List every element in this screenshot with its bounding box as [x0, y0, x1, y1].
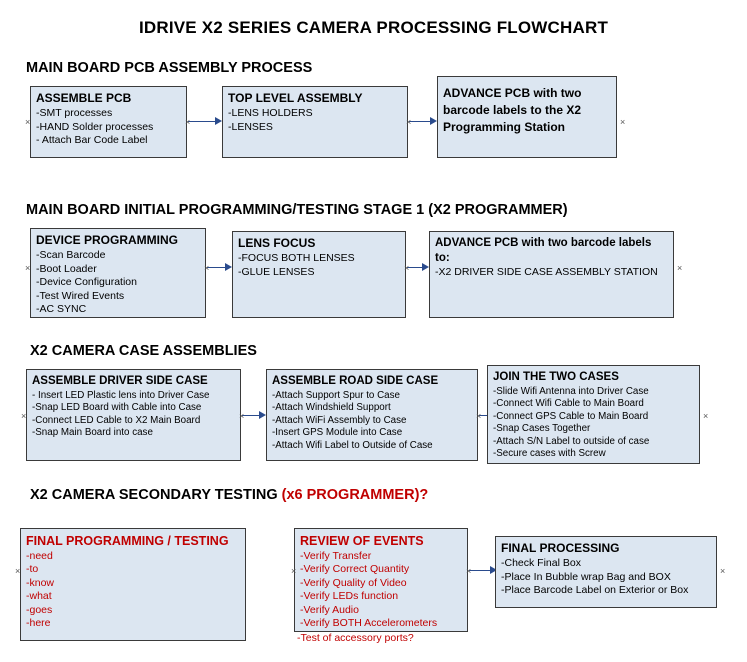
page-title: IDRIVE X2 SERIES CAMERA PROCESSING FLOWC… [138, 18, 609, 37]
anchor-tick: × [239, 411, 245, 421]
box-final-programming-line-5: -goes [26, 603, 53, 616]
section-heading-initial-programming: MAIN BOARD INITIAL PROGRAMMING/TESTING S… [26, 202, 568, 218]
box-final-processing-line-1: -Check Final Box [501, 557, 581, 570]
box-top-level-assembly: TOP LEVEL ASSEMBLY -LENS HOLDERS -LENSES [222, 86, 408, 158]
box-review-of-events: REVIEW OF EVENTS -Verify Transfer -Verif… [294, 528, 468, 632]
box-advance-pcb-driver: ADVANCE PCB with two barcode labels to: … [429, 231, 674, 318]
box-road-side-case-line-4: -Insert GPS Module into Case [272, 427, 403, 439]
box-final-programming-title: FINAL PROGRAMMING / TESTING [26, 534, 229, 548]
box-assemble-pcb-line-2: -HAND Solder processes [36, 120, 154, 133]
box-assemble-pcb-title: ASSEMBLE PCB [36, 91, 132, 105]
box-road-side-case: ASSEMBLE ROAD SIDE CASE -Attach Support … [266, 369, 478, 461]
section-heading-secondary-testing-sub: (x6 PROGRAMMER)? [281, 487, 429, 503]
box-lens-focus-title: LENS FOCUS [238, 236, 316, 250]
box-driver-side-case-line-2: -Snap LED Board with Cable into Case [32, 402, 202, 414]
box-assemble-pcb-line-3: - Attach Bar Code Label [36, 134, 148, 147]
box-device-programming: DEVICE PROGRAMMING -Scan Barcode -Boot L… [30, 228, 206, 318]
box-final-programming: FINAL PROGRAMMING / TESTING -need -to -k… [20, 528, 246, 641]
box-advance-pcb-driver-title: ADVANCE PCB with two barcode labels to: [435, 237, 652, 264]
box-review-of-events-line-4: -Verify LEDs function [300, 590, 399, 603]
anchor-tick: × [476, 411, 482, 421]
box-join-two-cases-line-3: -Connect GPS Cable to Main Board [493, 410, 649, 422]
box-device-programming-title: DEVICE PROGRAMMING [36, 233, 179, 247]
section-heading-secondary-testing: X2 CAMERA SECONDARY TESTING (x6 PROGRAMM… [30, 487, 428, 503]
box-assemble-pcb: ASSEMBLE PCB -SMT processes -HAND Solder… [30, 86, 187, 158]
box-road-side-case-line-2: -Attach Windshield Support [272, 402, 391, 414]
box-review-of-events-line-3: -Verify Quality of Video [300, 576, 407, 589]
anchor-tick: × [21, 411, 27, 421]
box-review-of-events-line-7: -Test of accessory ports? [297, 632, 414, 644]
box-lens-focus-line-2: -GLUE LENSES [238, 265, 315, 278]
box-final-processing-line-3: -Place Barcode Label on Exterior or Box [501, 584, 689, 597]
anchor-tick: × [185, 117, 191, 127]
box-road-side-case-line-3: -Attach WiFi Assembly to Case [272, 414, 407, 426]
anchor-tick: × [720, 566, 726, 576]
box-top-level-assembly-line-1: -LENS HOLDERS [228, 107, 313, 120]
box-device-programming-line-3: -Device Configuration [36, 276, 137, 289]
box-device-programming-line-2: -Boot Loader [36, 262, 97, 275]
box-top-level-assembly-line-2: -LENSES [228, 120, 273, 133]
box-device-programming-line-1: -Scan Barcode [36, 249, 106, 262]
box-top-level-assembly-title: TOP LEVEL ASSEMBLY [228, 91, 363, 105]
section-heading-main-board-pcb: MAIN BOARD PCB ASSEMBLY PROCESS [26, 60, 313, 76]
box-join-two-cases-line-6: -Secure cases with Screw [493, 448, 606, 460]
anchor-tick: × [25, 117, 31, 127]
box-review-of-events-line-5: -Verify Audio [300, 603, 359, 616]
box-driver-side-case-line-1: - Insert LED Plastic lens into Driver Ca… [32, 389, 210, 401]
box-lens-focus: LENS FOCUS -FOCUS BOTH LENSES -GLUE LENS… [232, 231, 406, 318]
box-driver-side-case-line-3: -Connect LED Cable to X2 Main Board [32, 414, 201, 426]
box-final-processing-line-2: -Place In Bubble wrap Bag and BOX [501, 570, 671, 583]
anchor-tick: × [204, 263, 210, 273]
box-join-two-cases-line-2: -Connect Wifi Cable to Main Board [493, 398, 644, 410]
box-driver-side-case-line-4: -Snap Main Board into case [32, 427, 153, 439]
box-final-processing: FINAL PROCESSING -Check Final Box -Place… [495, 536, 717, 608]
box-join-two-cases-line-4: -Snap Cases Together [493, 423, 591, 435]
anchor-tick: × [466, 566, 472, 576]
box-advance-pcb-station-title: ADVANCE PCB with two barcode labels to t… [443, 86, 582, 135]
anchor-tick: × [406, 117, 412, 127]
box-final-programming-line-2: -to [26, 563, 39, 576]
anchor-tick: × [404, 263, 410, 273]
box-join-two-cases-line-5: -Attach S/N Label to outside of case [493, 435, 650, 447]
box-final-programming-line-4: -what [26, 590, 52, 603]
section-heading-case-assemblies: X2 CAMERA CASE ASSEMBLIES [30, 343, 257, 359]
box-road-side-case-line-1: -Attach Support Spur to Case [272, 389, 400, 401]
box-review-of-events-line-1: -Verify Transfer [300, 550, 372, 562]
box-review-of-events-title: REVIEW OF EVENTS [300, 534, 424, 548]
anchor-tick: × [677, 263, 683, 273]
anchor-tick: × [15, 566, 21, 576]
anchor-tick: × [620, 117, 626, 127]
box-advance-pcb-station: ADVANCE PCB with two barcode labels to t… [437, 76, 617, 158]
box-join-two-cases-line-1: -Slide Wifi Antenna into Driver Case [493, 385, 649, 397]
box-join-two-cases-title: JOIN THE TWO CASES [493, 371, 619, 383]
box-driver-side-case-title: ASSEMBLE DRIVER SIDE CASE [32, 375, 208, 387]
box-device-programming-line-4: -Test Wired Events [36, 289, 125, 302]
section-heading-secondary-testing-main: X2 CAMERA SECONDARY TESTING [30, 487, 282, 503]
box-road-side-case-line-5: -Attach Wifi Label to Outside of Case [272, 439, 433, 451]
box-final-programming-line-3: -know [26, 576, 55, 589]
box-driver-side-case: ASSEMBLE DRIVER SIDE CASE - Insert LED P… [26, 369, 241, 461]
box-review-of-events-line-2: -Verify Correct Quantity [300, 563, 410, 576]
box-review-of-events-line-6: -Verify BOTH Accelerometers [300, 617, 438, 630]
box-join-two-cases: JOIN THE TWO CASES -Slide Wifi Antenna i… [487, 365, 700, 464]
box-road-side-case-title: ASSEMBLE ROAD SIDE CASE [272, 375, 439, 387]
box-final-processing-title: FINAL PROCESSING [501, 541, 620, 555]
box-assemble-pcb-line-1: -SMT processes [36, 107, 113, 120]
box-advance-pcb-driver-line-1: -X2 DRIVER SIDE CASE ASSEMBLY STATION [435, 266, 658, 279]
anchor-tick: × [25, 263, 31, 273]
box-final-programming-line-6: -here [26, 617, 51, 630]
box-lens-focus-line-1: -FOCUS BOTH LENSES [238, 252, 355, 265]
anchor-tick: × [291, 566, 297, 576]
anchor-tick: × [703, 411, 709, 421]
box-final-programming-line-1: -need [26, 550, 53, 562]
box-device-programming-line-5: -AC SYNC [36, 303, 87, 316]
